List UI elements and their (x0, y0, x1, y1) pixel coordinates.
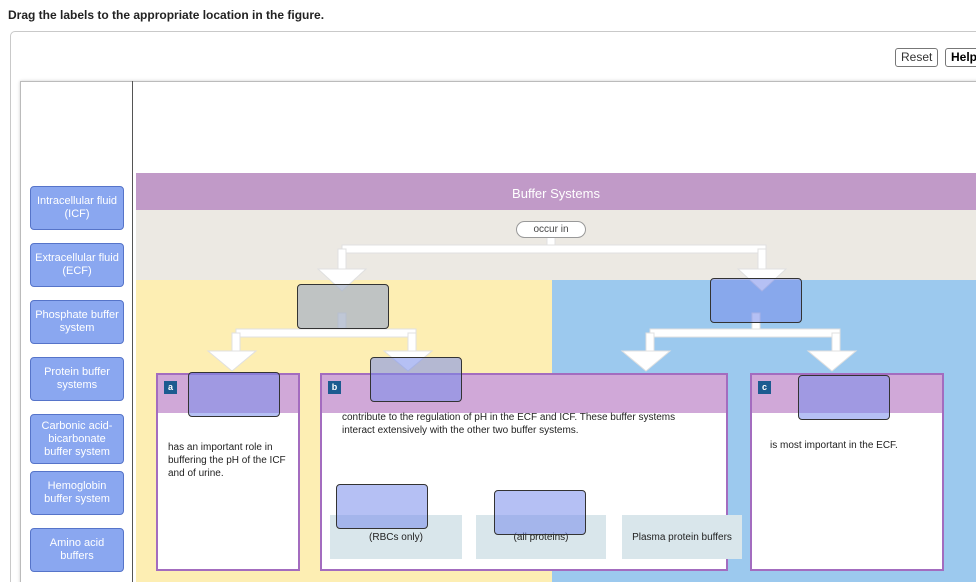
figure-title: Buffer Systems (136, 173, 976, 210)
drop-target-ecf[interactable] (710, 278, 802, 323)
box-a-text: has an important role in buffering the p… (168, 442, 286, 479)
drop-target-icf[interactable] (297, 284, 389, 329)
label-phosphate-buffer[interactable]: Phosphate buffer system (30, 300, 124, 344)
label-amino-acid-buffers[interactable]: Amino acid buffers (30, 528, 124, 572)
reset-button[interactable]: Reset (895, 48, 939, 67)
box-c-text: is most important in the ECF. (770, 440, 898, 451)
drop-target-c[interactable] (798, 375, 890, 420)
label-protein-buffer[interactable]: Protein buffer systems (30, 357, 124, 401)
label-bank-divider (132, 81, 133, 582)
instruction-text: Drag the labels to the appropriate locat… (8, 8, 325, 22)
buffer-systems-figure: Buffer Systems (136, 173, 976, 582)
label-hemoglobin-buffer[interactable]: Hemoglobin buffer system (30, 471, 124, 515)
sub-item-plasma-protein-buffers: Plasma protein buffers (622, 515, 742, 559)
label-icf[interactable]: Intracellular fluid (ICF) (30, 186, 124, 230)
drop-target-sub-2[interactable] (494, 490, 586, 535)
label-ecf[interactable]: Extracellular fluid (ECF) (30, 243, 124, 287)
label-carbonic-acid-bicarbonate[interactable]: Carbonic acid-bicarbonate buffer system (30, 414, 124, 464)
box-c-tag: c (758, 381, 771, 394)
occur-in-connector: occur in (516, 221, 586, 238)
drop-target-sub-1[interactable] (336, 484, 428, 529)
box-b-tag: b (328, 381, 341, 394)
drop-target-a[interactable] (188, 372, 280, 417)
box-b-text: contribute to the regulation of pH in th… (342, 412, 676, 436)
box-a-tag: a (164, 381, 177, 394)
drop-target-b[interactable] (370, 357, 462, 402)
help-button[interactable]: Help (945, 48, 976, 67)
